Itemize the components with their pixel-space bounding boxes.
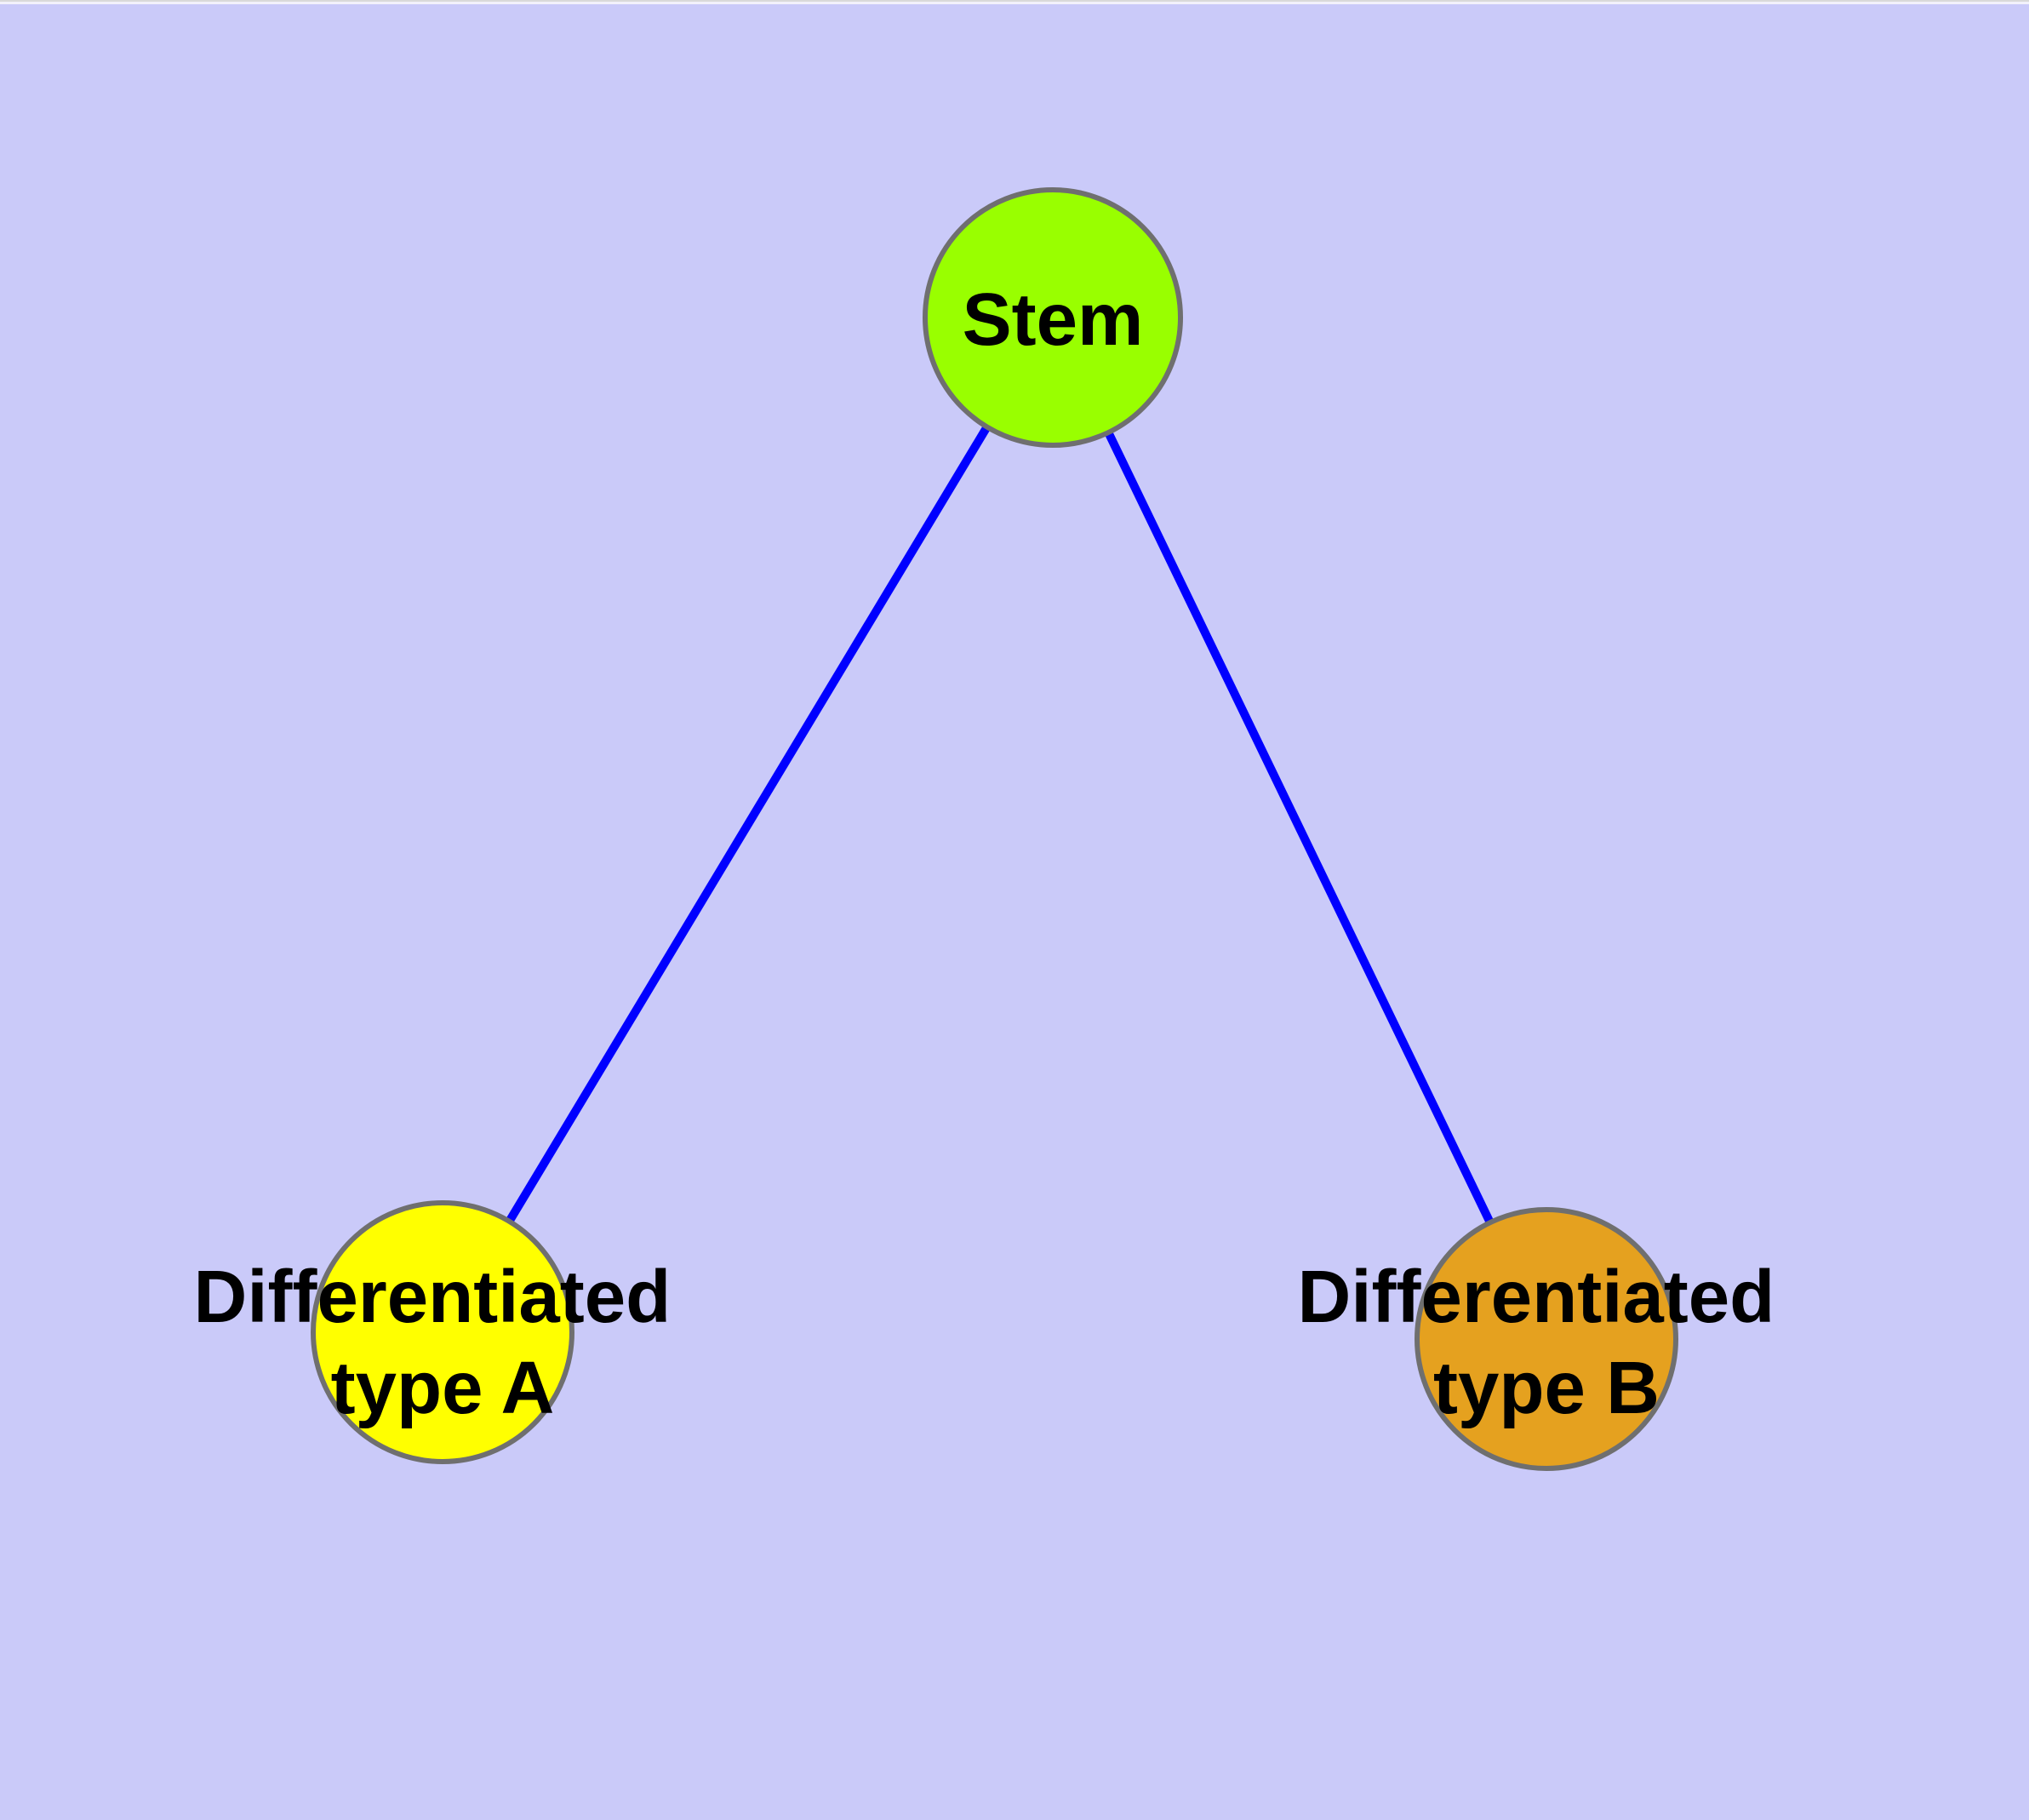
node-label-stem: Stem — [963, 278, 1144, 361]
node-stem — [923, 187, 1183, 448]
label-type-a-line2: type A — [331, 1347, 555, 1429]
node-differentiated-type-a — [311, 1200, 574, 1464]
node-label-differentiated-type-a: Differentiated type A — [194, 1256, 692, 1429]
window-top-edge-strip — [0, 2, 2029, 4]
node-differentiated-type-b — [1415, 1207, 1678, 1471]
edge-stem-to-type-a — [438, 315, 1057, 1335]
edge-stem-to-type-b — [1049, 315, 1551, 1342]
label-type-a-line1: Differentiated — [194, 1256, 672, 1338]
label-type-b-line1: Differentiated — [1298, 1256, 1775, 1338]
node-label-differentiated-type-b: Differentiated type B — [1298, 1256, 1796, 1429]
node-group — [311, 187, 1678, 1471]
label-type-b-line2: type B — [1433, 1347, 1660, 1429]
window-top-edge-line — [0, 0, 2029, 2]
